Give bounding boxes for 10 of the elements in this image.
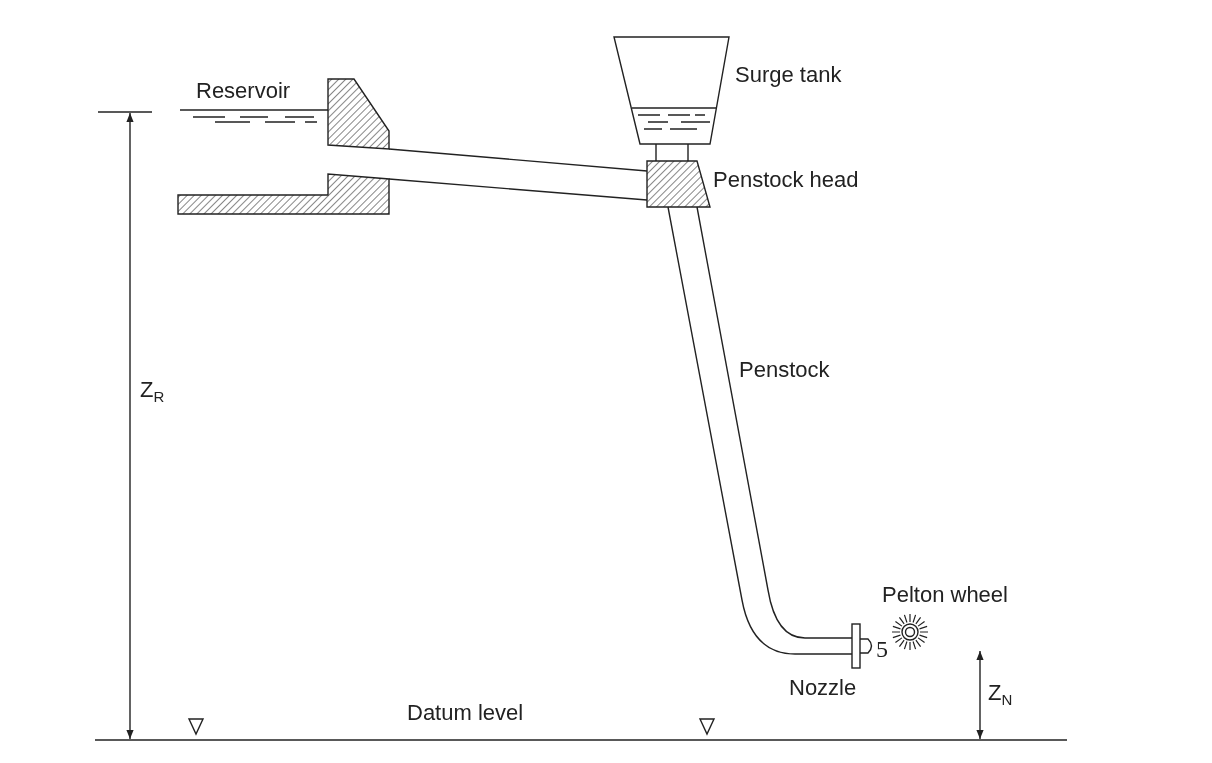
part-label: Surge tank [735, 64, 842, 86]
part-label: Penstock head [713, 169, 859, 191]
dimension-label: Z$_{N}$ [988, 682, 1013, 707]
datum-label: Datum level [407, 702, 524, 724]
part-label: Penstock [739, 359, 830, 381]
jet-number: 5 [876, 637, 888, 661]
part-label: Nozzle [789, 677, 857, 699]
part-label: Pelton wheel [882, 584, 1008, 606]
part-label: Reservoir [196, 80, 291, 102]
dimension-label: Z$_{R}$ [140, 379, 165, 404]
